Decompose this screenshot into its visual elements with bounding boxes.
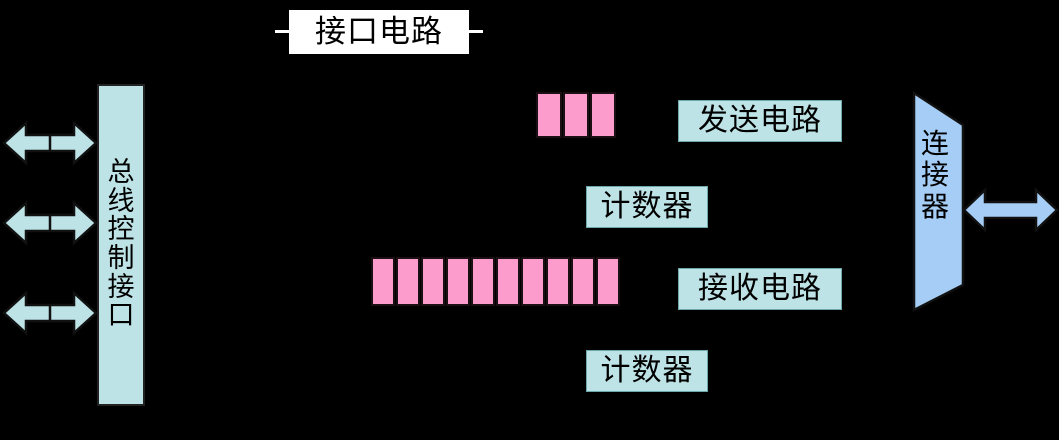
bus-char-2: 线 [107,185,135,217]
title-tick-left [275,30,289,33]
title-tick-right [469,30,483,33]
transmit-circuit-label: 发送电路 [698,103,822,138]
fifo-cell [590,92,616,138]
fifo-cell [521,257,545,306]
bus-char-1: 总 [107,157,135,189]
fifo-cell [596,257,620,306]
page-title-label: 接口电路 [315,13,443,50]
fifo-cell [563,92,589,138]
fifo-cell [371,257,395,306]
receive-circuit-block[interactable]: 接收电路 [678,268,842,310]
title-group: 接口电路 [275,10,483,54]
receive-counter-label: 计数器 [600,353,694,388]
fifo-cell [546,257,570,306]
transmit-fifo [536,92,616,138]
bus-arrow-1-icon [2,118,98,168]
bus-char-3: 控 [107,214,135,246]
transmit-counter-block[interactable]: 计数器 [586,186,708,228]
bus-control-interface-block[interactable]: 总 线 控 制 接 口 [97,84,145,406]
bus-char-6: 口 [107,300,135,332]
bus-char-4: 制 [107,243,135,274]
fifo-cell [571,257,595,306]
connector-block[interactable] [905,86,969,318]
receive-circuit-label: 接收电路 [698,271,822,306]
fifo-cell [446,257,470,306]
page-title: 接口电路 [289,10,469,54]
fifo-cell [496,257,520,306]
transmit-circuit-block[interactable]: 发送电路 [678,100,842,142]
bus-arrow-2-icon [2,198,98,248]
bus-arrow-3-icon [2,288,98,338]
transmit-counter-label: 计数器 [600,189,694,224]
receive-counter-block[interactable]: 计数器 [586,350,708,392]
fifo-cell [471,257,495,306]
fifo-cell [536,92,562,138]
receive-fifo [371,257,620,306]
bus-char-5: 接 [107,271,135,303]
fifo-cell [421,257,445,306]
external-link-arrow-icon [962,186,1059,234]
fifo-cell [396,257,420,306]
